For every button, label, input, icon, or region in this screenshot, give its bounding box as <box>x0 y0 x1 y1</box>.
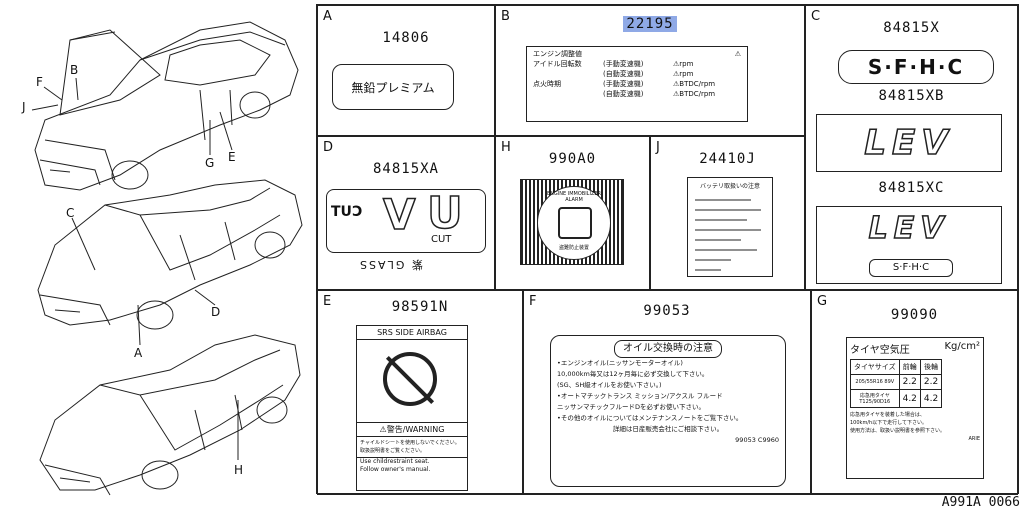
u-letter: U <box>426 187 463 240</box>
part-number: 14806 <box>382 30 430 46</box>
part-number: 84815XC <box>878 180 945 196</box>
callout-f: F <box>36 75 43 89</box>
oil-change-label: オイル交換時の注意 •エンジンオイル(ニッサンモーターオイル) 10,000km… <box>550 335 786 487</box>
label-title: オイル交換時の注意 <box>614 340 722 358</box>
label-code: 99053 C9960 <box>735 436 779 444</box>
lev-sfhc-emblem: LEV S·F·H·C <box>816 206 1002 284</box>
part-number: 98591N <box>391 299 449 315</box>
sfhc-emblem: S·F·H·C <box>838 50 994 84</box>
vehicle-illustrations: F B J G E C D A H <box>0 0 310 510</box>
label-title: SRS SIDE AIRBAG <box>357 326 467 340</box>
cut-text: CUT <box>431 234 452 245</box>
oil-line: •オートマチックトランス ミッション/アクスル フルード <box>557 392 723 400</box>
panel-e: E 98591N SRS SIDE AIRBAG ⚠警告/WARNING チャイ… <box>317 290 523 495</box>
panel-letter: A <box>323 9 332 24</box>
callout-j: J <box>22 100 26 114</box>
panel-d: D 84815XA CUT V U CUT 紫 GLASS <box>317 136 495 290</box>
spec-row: 点火時期(手動変速機)⚠BTDC/rpm <box>533 80 716 88</box>
seal-ring-text: ENGINE IMMOBILIZER ALARM <box>547 191 601 203</box>
table-row: タイヤサイズ前輪後輪 <box>850 359 943 375</box>
label-title: バッテリ取扱いの注意 <box>699 183 760 190</box>
highlighted-part-number[interactable]: 22195 <box>623 16 677 32</box>
glass-mirrored: 紫 GLASS <box>358 258 423 271</box>
cut-mirrored: CUT <box>331 204 363 220</box>
part-number: 84815XA <box>372 161 439 177</box>
vehicle-line-drawing <box>31 21 303 496</box>
seal-jp-text: 盗難防止装置 <box>558 245 589 251</box>
warning-jp: チャイルドシートを使用しないでください。取扱説明書をご覧ください。 <box>360 440 460 454</box>
callout-e: E <box>228 150 236 164</box>
callout-g: G <box>205 156 215 170</box>
immobilizer-label: ENGINE IMMOBILIZER ALARM 盗難防止装置 <box>520 179 624 265</box>
panel-j: J 24410J バッテリ取扱いの注意 <box>650 136 805 290</box>
oil-line: (SG、SH級オイルをお使い下さい。) <box>557 381 662 389</box>
panel-f: F 99053 オイル交換時の注意 •エンジンオイル(ニッサンモーターオイル) … <box>523 290 811 495</box>
callout-a: A <box>134 346 143 360</box>
warning-en: Use childrestraint seat.Follow owner's m… <box>357 457 467 474</box>
warning-icon: ⚠ <box>734 50 741 58</box>
figure-code: A991A 0066 <box>941 495 1020 510</box>
spec-row: (自動変速機)⚠BTDC/rpm <box>603 90 716 98</box>
engine-adjust-label: エンジン調整値 ⚠ アイドル回転数(手動変速機)⚠rpm (自動変速機)⚠rpm… <box>526 46 748 122</box>
panel-letter: J <box>656 140 660 155</box>
oil-line: 詳細は日産販売会社にご相談下さい。 <box>612 425 724 433</box>
callout-b: B <box>70 63 79 77</box>
tire-notes: 応急用タイヤを装着した場合は、100km/h以下で走行して下さい。使用方法は、取… <box>850 412 980 442</box>
callout-h: H <box>234 463 244 477</box>
panel-letter: G <box>817 294 828 309</box>
panel-b: B 22195 エンジン調整値 ⚠ アイドル回転数(手動変速機)⚠rpm (自動… <box>495 5 805 136</box>
spec-row: (自動変速機)⚠rpm <box>603 70 694 78</box>
oil-line: ニッサンマチックフルードDを必ずお使い下さい。 <box>557 403 706 411</box>
immobilizer-seal: ENGINE IMMOBILIZER ALARM 盗難防止装置 <box>537 186 611 260</box>
part-number: 99090 <box>890 307 939 323</box>
panel-c: C 84815X S·F·H·C 84815XB LEV 84815XC LEV… <box>805 5 1018 290</box>
label-title: エンジン調整値 <box>533 50 582 58</box>
panel-letter: E <box>323 294 332 309</box>
oil-line: 10,000km毎又は12ヶ月毎に必ず交換して下さい。 <box>557 370 709 378</box>
pressure-unit: Kg/cm² <box>944 341 980 352</box>
panel-letter: H <box>501 140 511 155</box>
part-number: 84815X <box>883 20 940 36</box>
part-number: 99053 <box>643 303 691 319</box>
sfhc-small-badge: S·F·H·C <box>869 259 953 277</box>
part-number: 990A0 <box>548 151 597 167</box>
panel-g: G 99090 タイヤ空気圧 Kg/cm² タイヤサイズ前輪後輪 205/55R… <box>811 290 1018 495</box>
caution-text-lines <box>695 199 761 271</box>
panel-letter: B <box>501 9 510 24</box>
battery-caution-label: バッテリ取扱いの注意 <box>687 177 773 277</box>
car-lock-icon <box>558 207 592 239</box>
part-number: 84815XB <box>878 88 945 104</box>
label-title: タイヤ空気圧 <box>850 345 910 356</box>
panel-letter: C <box>811 9 821 24</box>
oil-line: •エンジンオイル(ニッサンモーターオイル) <box>557 359 683 367</box>
panel-letter: F <box>529 294 537 309</box>
lev-emblem: LEV <box>816 114 1002 172</box>
part-number: 22195 <box>496 16 804 32</box>
panel-h: H 990A0 ENGINE IMMOBILIZER ALARM 盗難防止装置 <box>495 136 650 290</box>
warning-banner: ⚠警告/WARNING <box>357 422 467 437</box>
panel-a: A 14806 無鉛プレミアム <box>317 5 495 136</box>
srs-airbag-label: SRS SIDE AIRBAG ⚠警告/WARNING チャイルドシートを使用し… <box>356 325 468 491</box>
no-child-seat-icon <box>357 340 467 422</box>
label-grid: A 14806 無鉛プレミアム B 22195 エンジン調整値 ⚠ アイドル回転… <box>316 4 1019 495</box>
callout-d: D <box>211 305 221 319</box>
lev-text: LEV <box>868 210 950 247</box>
spec-row: アイドル回転数(手動変速機)⚠rpm <box>533 60 694 68</box>
uv-cut-emblem: CUT V U CUT <box>326 187 486 253</box>
part-number: 24410J <box>699 151 756 167</box>
oil-line: •その他のオイルについてはメンテナンスノートをご覧下さい。 <box>557 414 743 422</box>
panel-letter: D <box>323 140 334 155</box>
v-letter: V <box>382 189 416 240</box>
callout-c: C <box>66 206 75 220</box>
fuel-label: 無鉛プレミアム <box>332 64 454 110</box>
